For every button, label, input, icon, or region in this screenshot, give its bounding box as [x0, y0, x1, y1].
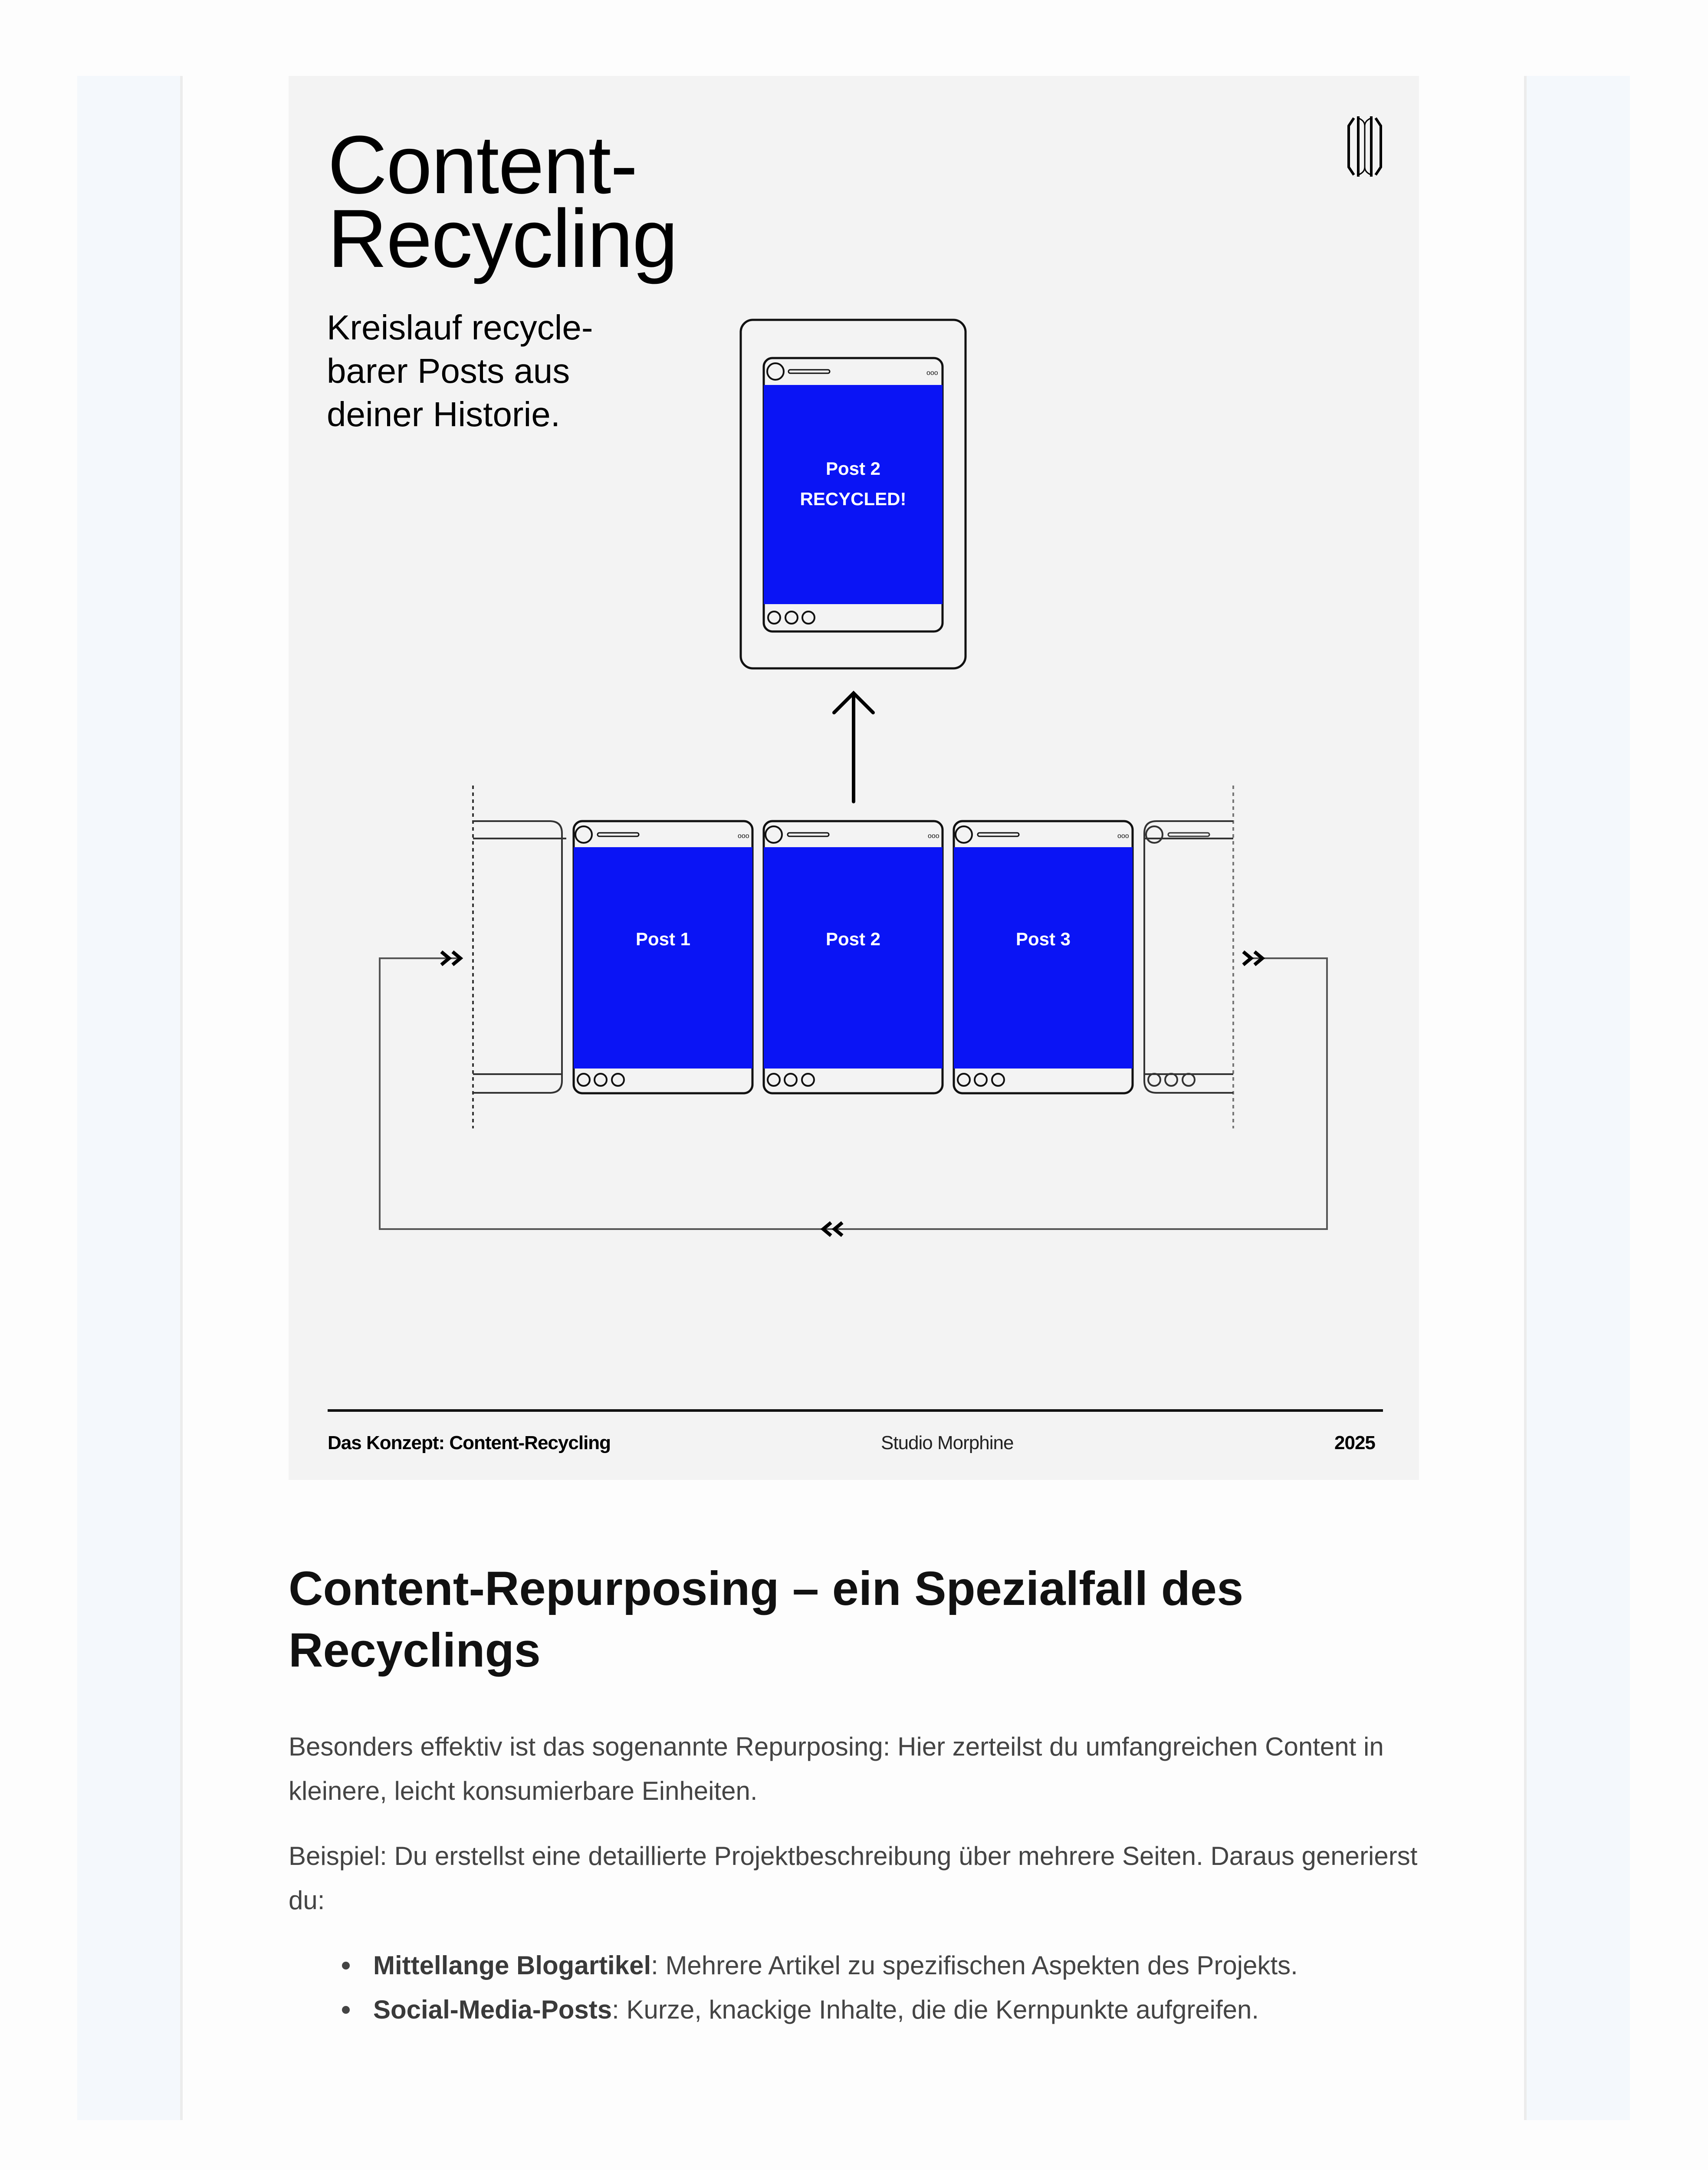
post-2-label: Post 2	[825, 929, 881, 949]
svg-text:ooo: ooo	[1117, 832, 1129, 840]
svg-text:ooo: ooo	[738, 832, 749, 840]
recycling-loop-diagram: ooo ooo	[379, 319, 1328, 1237]
partial-post-left	[473, 820, 566, 1094]
studio-morphine-logo-icon	[1347, 116, 1382, 177]
double-chevron-left-icon	[820, 1221, 844, 1237]
svg-text:ooo: ooo	[928, 832, 939, 840]
recycled-phone-frame: ooo	[739, 319, 967, 670]
feed-post-2: ooo	[762, 820, 944, 1095]
paragraph: Beispiel: Du erstellst eine detaillierte…	[289, 1841, 1418, 1915]
arrow-up-icon	[832, 690, 875, 803]
content-recycling-illustration: Content- Recycling Kreislauf recycle- ba…	[289, 76, 1419, 1480]
footer-studio-name: Studio Morphine	[881, 1432, 1014, 1453]
double-chevron-right-icon	[440, 950, 463, 967]
right-margin-rail	[1524, 76, 1630, 2120]
footer-year: 2025	[1334, 1432, 1376, 1453]
feed-post-3: ooo	[953, 820, 1134, 1095]
post-3-label: Post 3	[1015, 929, 1071, 949]
feed-post-1: ooo	[572, 820, 754, 1095]
illustration-subtitle: Kreislauf recycle- barer Posts aus deine…	[327, 308, 593, 434]
footer-concept-label: Das Konzept: Content-Recycling	[328, 1432, 611, 1453]
bullet-list: Mittellange Blogartikel: Mehrere Artikel…	[289, 1943, 1419, 2032]
footer-divider	[328, 1409, 1383, 1412]
list-item: Mittellange Blogartikel: Mehrere Artikel…	[342, 1943, 1419, 1988]
paragraph: Besonders effektiv ist das sogenannte Re…	[289, 1732, 1384, 1805]
article-body: Content-Repurposing – ein Spezialfall de…	[289, 1558, 1419, 2032]
partial-post-right	[1143, 820, 1233, 1094]
svg-text:ooo: ooo	[926, 369, 938, 377]
post-1-label: Post 1	[635, 929, 691, 949]
list-item: Social-Media-Posts: Kurze, knackige Inha…	[342, 1988, 1419, 2032]
left-margin-rail	[77, 76, 183, 2120]
recycled-post-label: Post 2 RECYCLED!	[800, 458, 907, 509]
illustration-title: Content- Recycling	[328, 119, 678, 285]
section-heading: Content-Repurposing – ein Spezialfall de…	[289, 1562, 1244, 1677]
double-chevron-right-icon	[1242, 950, 1265, 967]
